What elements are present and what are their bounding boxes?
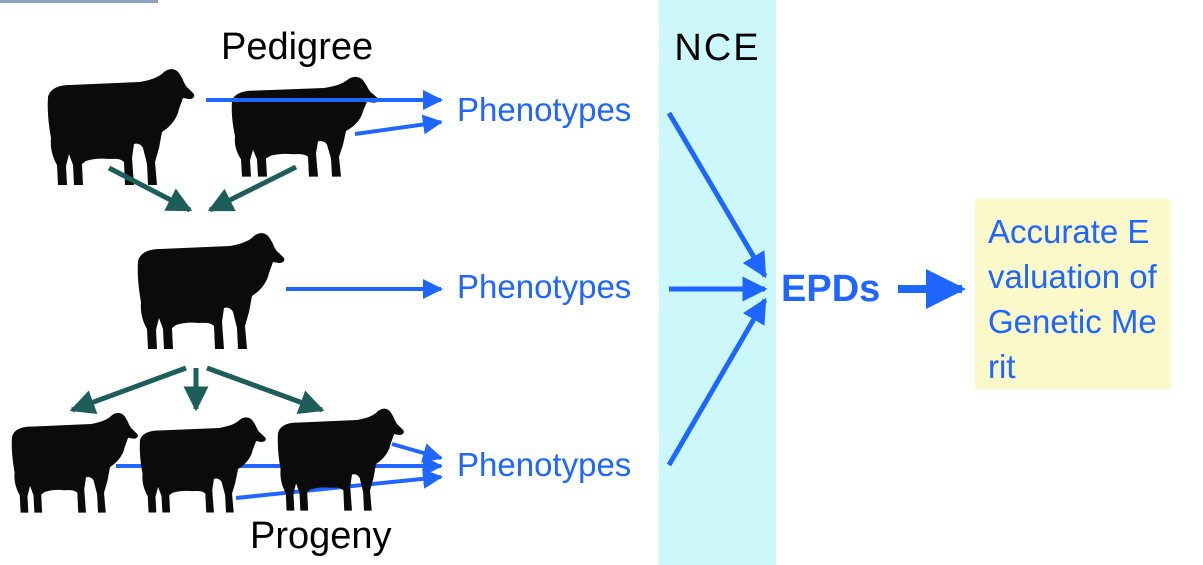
pedigree-phenotype-arrow: [354, 114, 443, 136]
nce-label: NCE: [674, 27, 761, 69]
cow-icon: [11, 412, 138, 513]
dam-lineage-arrow: [207, 164, 298, 213]
cow-icon: [137, 233, 285, 349]
progeny-lineage-arrow-left: [69, 365, 187, 414]
own-phenotypes-label: Phenotypes: [457, 268, 632, 305]
outcome-box: [975, 199, 1171, 389]
progeny-phenotype-arrow: [391, 442, 443, 463]
progeny-heading: Progeny: [250, 515, 392, 557]
sire-lineage-arrow: [107, 165, 193, 213]
progeny-phenotypes-label: Phenotypes: [457, 446, 632, 483]
progeny-lineage-arrow-right: [206, 365, 325, 415]
pedigree-phenotypes-label: Phenotypes: [457, 91, 632, 128]
epds-label: EPDs: [781, 268, 881, 310]
pedigree-heading: Pedigree: [221, 26, 374, 68]
cow-icon: [47, 69, 195, 185]
phenotype-to-epd-arrow: [666, 111, 768, 279]
cow-icon: [231, 76, 379, 177]
cow-icon: [277, 408, 404, 511]
outcome-text: Accurate Evaluation of Genetic Merit: [988, 213, 1157, 385]
corner-mark: [0, 0, 158, 3]
phenotype-to-epd-arrow: [666, 297, 768, 467]
